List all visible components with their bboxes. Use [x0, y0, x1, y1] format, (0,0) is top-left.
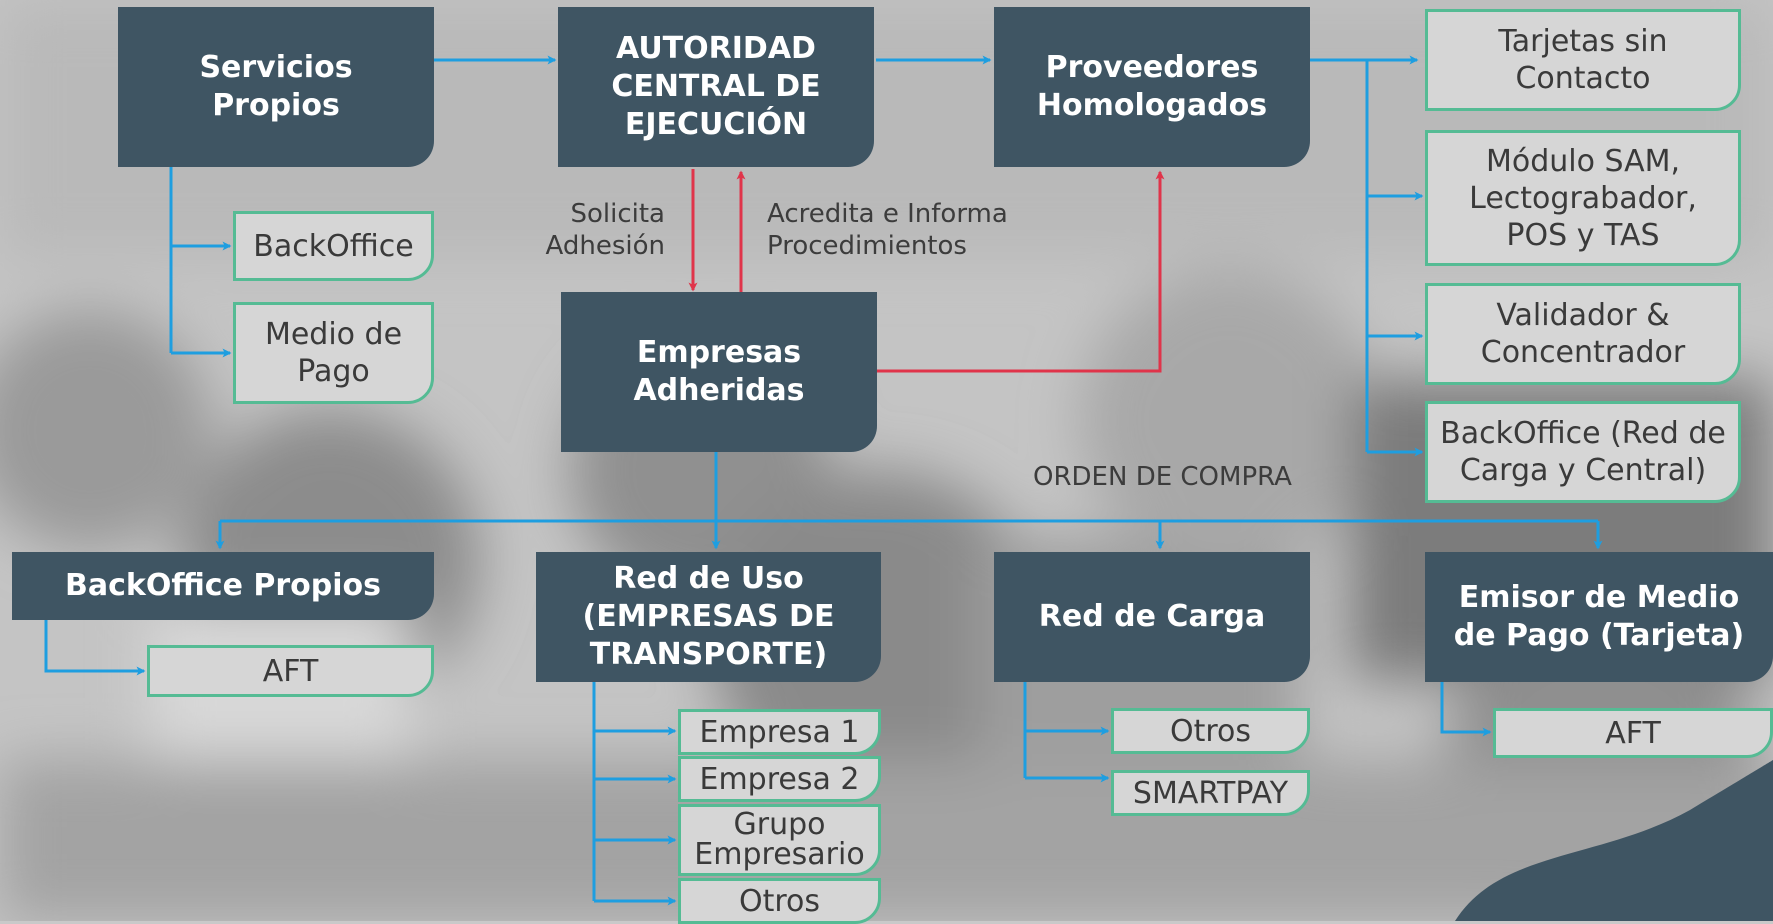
label-solicita-adhesion: Solicita Adhesión [545, 199, 665, 261]
node-emisor-medio-pago: Emisor de Medio de Pago (Tarjeta) [1425, 552, 1773, 682]
leaf-otros-carga: Otros [1111, 708, 1310, 754]
label-acredita-informa: Acredita e Informa Procedimientos [767, 199, 1008, 261]
leaf-backoffice-red: BackOffice (Red de Carga y Central) [1425, 401, 1741, 503]
leaf-tarjetas-sin-contacto: Tarjetas sin Contacto [1425, 9, 1741, 111]
leaf-medio-de-pago: Medio de Pago [233, 302, 434, 404]
leaf-backoffice: BackOffice [233, 211, 434, 281]
node-empresas-adheridas: Empresas Adheridas [561, 292, 877, 452]
decorative-wave [1455, 760, 1773, 921]
leaf-smartpay: SMARTPAY [1111, 770, 1310, 816]
leaf-empresa-2: Empresa 2 [678, 756, 881, 802]
node-red-de-carga: Red de Carga [994, 552, 1310, 682]
node-autoridad-central: AUTORIDAD CENTRAL DE EJECUCIÓN [558, 7, 874, 167]
node-proveedores-homologados: Proveedores Homologados [994, 7, 1310, 167]
leaf-otros-uso: Otros [678, 878, 881, 924]
node-red-de-uso: Red de Uso (EMPRESAS DE TRANSPORTE) [536, 552, 881, 682]
label-orden-de-compra: ORDEN DE COMPRA [1033, 462, 1292, 492]
leaf-aft-emisor: AFT [1493, 708, 1773, 758]
leaf-modulo-sam: Módulo SAM, Lectograbador, POS y TAS [1425, 130, 1741, 266]
node-servicios-propios: Servicios Propios [118, 7, 434, 167]
leaf-grupo-empresario: Grupo Empresario [678, 804, 881, 876]
node-backoffice-propios: BackOffice Propios [12, 552, 434, 620]
leaf-aft-backoffice: AFT [147, 645, 434, 697]
leaf-validador: Validador & Concentrador [1425, 283, 1741, 385]
leaf-empresa-1: Empresa 1 [678, 709, 881, 755]
